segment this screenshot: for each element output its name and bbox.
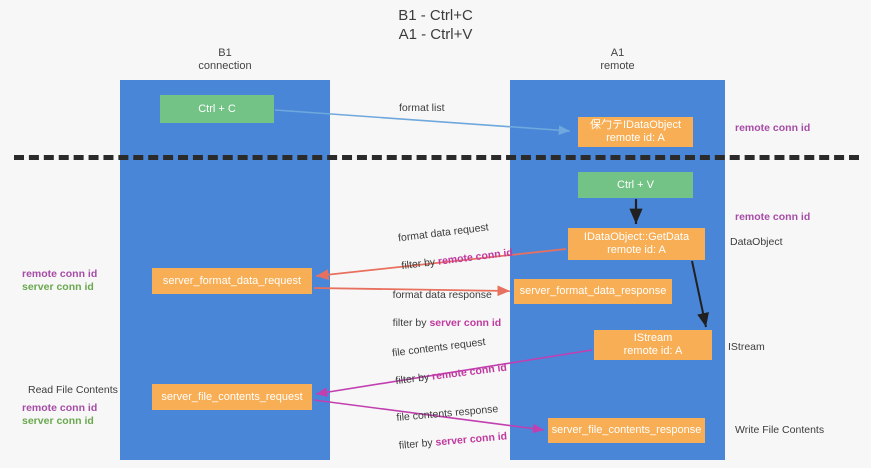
node-server-file-contents-request[interactable]: server_file_contents_request [152,384,312,410]
label-remote-conn-id-left-1: remote conn id [22,268,98,280]
edge-label-format-data-request-filter-prefix: filter by [400,255,439,273]
edge-label-file-contents-response-filter-key: server conn id [435,430,508,449]
node-server-format-data-response[interactable]: server_format_data_response [514,279,672,304]
swimlane-header-b1: B1 connection [198,47,252,72]
diagram-title: B1 - Ctrl+C A1 - Ctrl+V [398,7,473,43]
node-server-format-data-request[interactable]: server_format_data_request [152,268,312,294]
swimlane-header-a1: A1 remote [600,47,635,72]
node-istream[interactable]: IStream remote id: A [594,330,712,360]
label-remote-conn-id-mid: remote conn id [735,211,811,223]
edge-label-format-data-response-filter-prefix: filter by [392,317,430,329]
edge-label-format-data-request-filter-key: remote conn id [437,246,514,268]
edge-label-file-contents-request-filter-prefix: filter by [394,370,433,388]
node-idataobject-getdata[interactable]: IDataObject::GetData remote id: A [568,228,705,260]
edge-label-format-data-request-text: format data request [397,221,490,245]
label-write-file-contents: Write File Contents [735,424,825,436]
label-read-file-contents: Read File Contents [28,384,118,396]
edge-label-file-contents-request-filter-key: remote conn id [431,361,508,383]
edge-label-file-contents-response-filter-prefix: filter by [398,436,437,452]
label-istream: IStream [728,341,765,353]
phase-divider [14,155,859,160]
label-remote-conn-id-top: remote conn id [735,122,811,134]
label-server-conn-id-left-1: server conn id [22,281,94,293]
edge-label-format-data-response-filter-key: server conn id [429,317,502,329]
edge-label-file-contents-response: file contents response filter by server … [383,388,509,468]
edge-label-format-data-response: format data response filter by server co… [381,274,502,344]
label-server-conn-id-left-2: server conn id [22,415,94,427]
node-ctrl-v[interactable]: Ctrl + V [578,172,693,198]
node-server-file-contents-response[interactable]: server_file_contents_response [548,418,705,443]
node-idataobject[interactable]: 保⼓テIDataObject remote id: A [578,117,693,147]
node-ctrl-c[interactable]: Ctrl + C [160,95,274,123]
edge-label-format-list: format list [399,102,445,114]
label-remote-conn-id-left-2: remote conn id [22,402,98,414]
edge-label-format-data-response-text: format data response [392,289,492,301]
label-dataobject: DataObject [730,236,783,248]
edge-label-file-contents-response-text: file contents response [395,403,499,424]
edge-label-file-contents-request-text: file contents request [391,336,487,360]
